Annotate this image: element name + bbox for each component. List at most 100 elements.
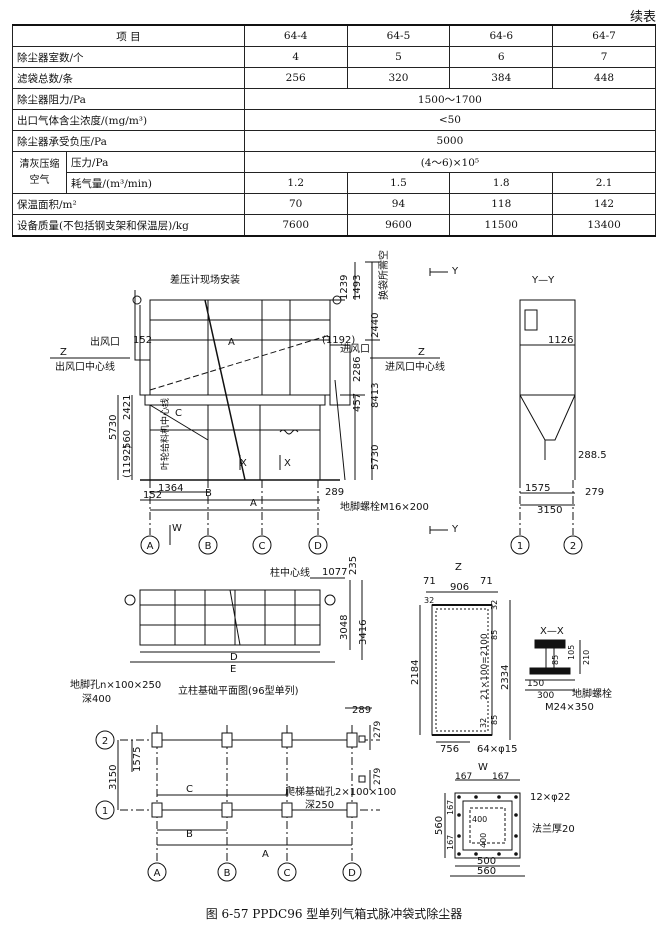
dim: 279 bbox=[585, 487, 604, 498]
label-a-lower: A bbox=[250, 498, 257, 509]
dim: (1192) bbox=[322, 335, 355, 346]
foundation-plan bbox=[95, 707, 380, 882]
yy-title: Y—Y bbox=[531, 275, 555, 286]
dim: 12×φ22 bbox=[530, 792, 570, 803]
dim: 167 bbox=[446, 800, 455, 815]
axis-a: A bbox=[147, 541, 154, 552]
dim: 167 bbox=[455, 772, 472, 782]
label-bag-space: 换袋所需空间 bbox=[377, 250, 390, 300]
dim: 5730 bbox=[108, 415, 119, 440]
label-x-1: X bbox=[240, 458, 247, 469]
header-item: 项 目 bbox=[12, 24, 245, 47]
engineering-drawing: 差压计现场安装 出风口 Z 出风口中心线 进风口 Z 进风口中心线 A C X … bbox=[50, 250, 612, 882]
label-z-left: Z bbox=[60, 347, 67, 358]
table-row: 耗气量/(m³/min) 1.2 1.5 1.8 2.1 bbox=[13, 172, 656, 194]
table-row: 除尘器室数/个 4 5 6 7 bbox=[12, 46, 656, 68]
table-row: 保温面积/m² 70 94 118 142 bbox=[12, 193, 656, 215]
label-a: A bbox=[262, 849, 269, 860]
header-col: 64-6 bbox=[449, 24, 554, 47]
dim: 167 bbox=[492, 772, 509, 782]
dim: 2184 bbox=[410, 660, 421, 685]
dim: 279 bbox=[373, 768, 383, 785]
dim: 85 bbox=[551, 655, 560, 665]
label-d: D bbox=[230, 652, 238, 663]
continued-table-label: 续表 bbox=[629, 10, 656, 25]
dim: 560 bbox=[477, 866, 496, 877]
yy-view bbox=[510, 299, 583, 555]
w-title: W bbox=[478, 762, 488, 773]
dim: 457 bbox=[352, 393, 363, 412]
dim: 2334 bbox=[500, 665, 511, 690]
dim: 150 bbox=[527, 679, 544, 689]
table-row: 出口气体含尘浓度/(mg/m³) <50 bbox=[12, 109, 657, 131]
dim: 32 bbox=[424, 596, 434, 605]
row-1: 1 bbox=[102, 806, 108, 817]
label-y-bottom: Y bbox=[451, 524, 459, 535]
dim: 400 bbox=[479, 833, 488, 848]
label-w: W bbox=[172, 523, 182, 534]
figure-caption: 图 6-57 PPDC96 型单列气箱式脉冲袋式除尘器 bbox=[205, 907, 463, 921]
dim: 756 bbox=[440, 744, 459, 755]
dim: 105 bbox=[567, 645, 576, 660]
label-hole-depth: 深400 bbox=[82, 693, 111, 705]
dim: 152 bbox=[143, 490, 162, 501]
dim: 71 bbox=[423, 576, 436, 587]
dim: 235 bbox=[348, 556, 359, 575]
dim: 400 bbox=[472, 815, 487, 824]
dim: 3150 bbox=[108, 765, 119, 790]
dim: 279 bbox=[373, 721, 383, 738]
label-gauge: 差压计现场安装 bbox=[170, 273, 240, 286]
dim: 1575 bbox=[132, 747, 143, 772]
row-2: 2 bbox=[102, 736, 108, 747]
dim: 906 bbox=[450, 582, 469, 593]
dim: 210 bbox=[582, 650, 591, 665]
label-inlet-center: 进风口中心线 bbox=[385, 360, 445, 373]
table-row: 清灰压缩空气 压力/Pa (4～6)×10⁵ bbox=[12, 151, 657, 194]
axis-c: C bbox=[284, 868, 291, 879]
dim: 1239 bbox=[339, 275, 350, 300]
table-row: 除尘器承受负压/Pa 5000 bbox=[12, 130, 657, 152]
label-outlet: 出风口 bbox=[90, 335, 120, 348]
label-a-upper: A bbox=[228, 337, 235, 348]
dim: 560 bbox=[122, 430, 133, 449]
dim: 560 bbox=[434, 816, 445, 835]
z-view bbox=[419, 591, 511, 743]
label-ladder: 爬梯基础孔2×100×100 bbox=[285, 785, 396, 798]
dim: 21×100=2100 bbox=[480, 633, 490, 700]
header-col: 64-7 bbox=[552, 24, 656, 47]
axis-b: B bbox=[205, 541, 212, 552]
dim: 167 bbox=[446, 835, 455, 850]
dim: 1575 bbox=[525, 483, 550, 494]
axis-2: 2 bbox=[570, 541, 576, 552]
dim: 1077 bbox=[322, 567, 347, 578]
dim: 32 bbox=[490, 600, 499, 610]
header-col: 64-5 bbox=[346, 24, 451, 47]
table-header-row: 项 目 64-4 64-5 64-6 64-7 bbox=[12, 24, 656, 47]
label-b: B bbox=[186, 829, 193, 840]
air-group-label: 清灰压缩空气 bbox=[12, 151, 67, 194]
dim: 1126 bbox=[548, 335, 573, 346]
dim: (1192) bbox=[122, 445, 133, 478]
label-xx-anchor-spec: M24×350 bbox=[545, 702, 594, 713]
z-title: Z bbox=[455, 562, 462, 573]
xx-view bbox=[525, 639, 581, 691]
spec-table: 项 目 64-4 64-5 64-6 64-7 除尘器室数/个 4 5 6 7 … bbox=[12, 24, 657, 237]
plan-top-view bbox=[124, 577, 363, 663]
axis-d: D bbox=[314, 541, 322, 552]
label-hole: 地脚孔n×100×250 bbox=[70, 678, 161, 691]
label-outlet-center: 出风口中心线 bbox=[55, 360, 115, 373]
dim: 71 bbox=[480, 576, 493, 587]
foundation-title: 立柱基础平面图(96型单列) bbox=[178, 684, 299, 697]
axis-a: A bbox=[154, 868, 161, 879]
dim: 85 bbox=[490, 630, 499, 640]
axis-1: 1 bbox=[517, 541, 523, 552]
dim: 289 bbox=[352, 705, 371, 716]
label-ladder-depth: 深250 bbox=[305, 799, 334, 811]
label-c: C bbox=[175, 408, 182, 419]
label-x-2: X bbox=[284, 458, 291, 469]
dim: 2421 bbox=[122, 395, 133, 420]
table-row: 除尘器阻力/Pa 1500～1700 bbox=[12, 88, 657, 110]
dim: 152 bbox=[133, 335, 152, 346]
dim: 3048 bbox=[339, 615, 350, 640]
label-c: C bbox=[186, 784, 193, 795]
